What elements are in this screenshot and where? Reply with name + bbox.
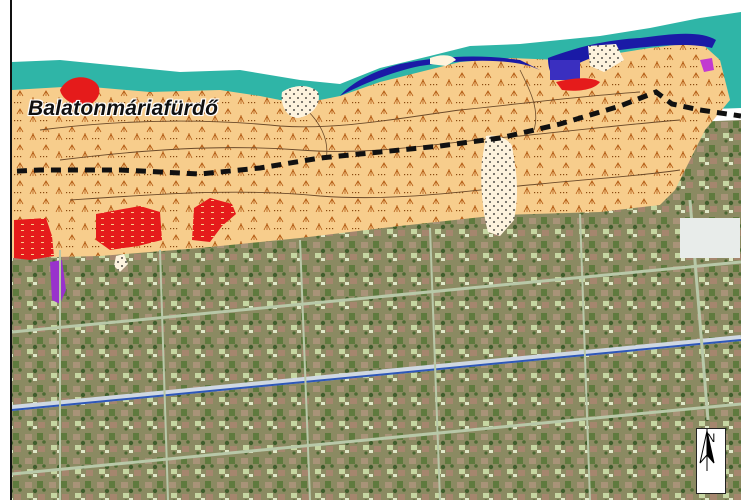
deep-water-edge [340, 56, 540, 96]
red-patch-bottom [14, 218, 54, 260]
sandy-area [481, 135, 518, 236]
north-letter: N [706, 431, 716, 445]
north-arrow: N [696, 428, 726, 494]
red-patch-top [60, 77, 100, 106]
purple-patch [50, 260, 66, 304]
road-main [11, 335, 741, 411]
place-label: Balatonmáriafürdő [28, 97, 219, 120]
north-arrow-icon [699, 429, 715, 471]
reed-zone [12, 42, 730, 258]
